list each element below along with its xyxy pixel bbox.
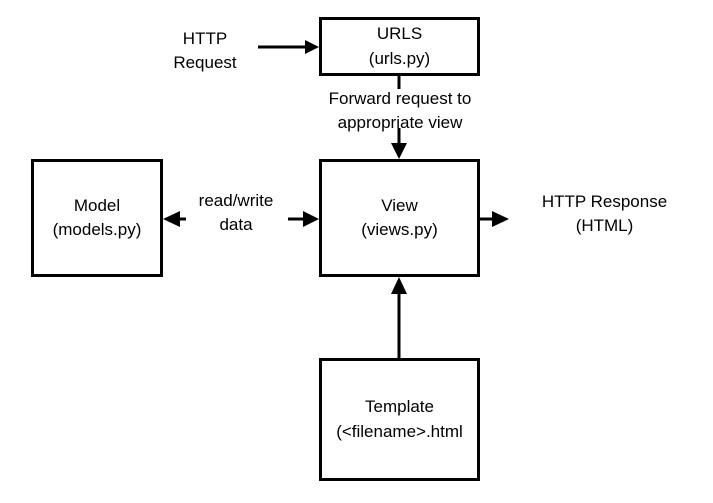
view-box-file: (views.py) [361,220,438,239]
model-box-title: Model [73,195,121,215]
forward-request-label-line1: Forward request to [328,89,472,108]
template-box-title: Template [365,397,434,417]
http-response-label-line2: (HTML) [575,216,634,236]
view-box[interactable]: View (views.py) [319,159,480,277]
urls-box-title: URLS [376,24,423,44]
template-box[interactable]: Template (<filename>.html [319,358,480,481]
read-write-data-label-line2: data [219,215,253,235]
http-response-label-line1: HTTP Response [541,192,668,211]
arrowhead-view-top [391,143,407,159]
arrowhead-view-left [303,211,319,227]
forward-request-label: Forward request to appropriate view [310,87,490,135]
http-request-label: HTTP Request [150,27,260,75]
read-write-data-label-line1: read/write [198,191,274,210]
urls-box-file: (urls.py) [368,48,431,68]
view-box-title: View [381,195,418,215]
arrowhead-urls-left [305,40,319,54]
http-request-label-line1: HTTP [182,29,228,48]
arrowhead-http-response [492,211,509,227]
urls-box[interactable]: URLS (urls.py) [319,17,480,76]
template-box-file: (<filename>.html [336,421,463,441]
read-write-data-label: read/write data [186,189,286,237]
arrowhead-model-right [163,211,180,227]
http-response-label: HTTP Response (HTML) [512,190,697,238]
arrowhead-view-bottom [391,277,407,294]
model-box-file: (models.py) [52,220,142,239]
forward-request-label-line2: appropriate view [337,113,463,133]
http-request-label-line2: Request [173,53,237,73]
model-box[interactable]: Model (models.py) [31,159,163,277]
